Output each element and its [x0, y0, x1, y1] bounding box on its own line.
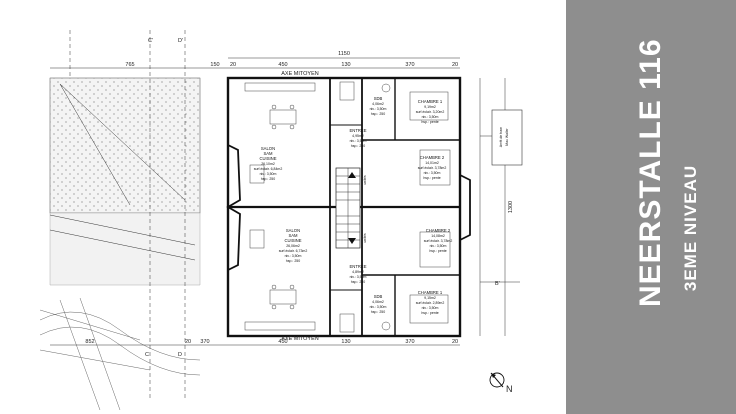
svg-text:SALON: SALON [261, 146, 275, 151]
svg-text:130: 130 [341, 339, 350, 345]
svg-text:20: 20 [452, 62, 458, 68]
svg-text:20: 20 [452, 339, 458, 345]
svg-text:14,01m2: 14,01m2 [425, 161, 439, 165]
svg-text:hsp.: 250: hsp.: 250 [351, 280, 365, 284]
svg-text:SDB: SDB [374, 294, 383, 299]
svg-text:hsp.: 250: hsp.: 250 [351, 144, 365, 148]
tram-stop: Arrêt de tram Max Waller [491, 109, 523, 166]
svg-text:852: 852 [85, 339, 94, 345]
svg-text:CHAMBRE 2: CHAMBRE 2 [426, 228, 451, 233]
svg-text:hsp.: pente: hsp.: pente [423, 176, 440, 180]
svg-text:CUISINE: CUISINE [260, 156, 277, 161]
svg-text:niv.: 3,50m: niv.: 3,50m [260, 172, 277, 176]
svg-text:SALON: SALON [286, 228, 300, 233]
room-chambre-2-bottom: CHAMBRE 2 14,08m2 surf.éclair. 3,78m2 ni… [424, 228, 453, 253]
dimensions-top: 1150 765 150 20 450 130 370 20 AXE MITOY… [50, 30, 460, 400]
svg-text:370: 370 [405, 339, 414, 345]
svg-text:Max Waller: Max Waller [505, 127, 509, 145]
stair-label-top: unités [363, 175, 367, 185]
svg-text:26,06m2: 26,06m2 [286, 244, 300, 248]
room-salon-1: SALON SAM CUISINE 26,10m2 surf.éclair. 6… [254, 146, 283, 181]
svg-text:hsp.: 250: hsp.: 250 [261, 177, 275, 181]
title-sidebar: NEERSTALLE 116 3EME NIVEAU [566, 0, 736, 414]
section-marker-c: C [145, 352, 149, 358]
svg-text:surf.éclair. 6,73m2: surf.éclair. 6,73m2 [279, 249, 308, 253]
svg-text:niv.: 3,50m: niv.: 3,50m [422, 306, 439, 310]
room-salon-2: SALON SAM CUISINE 26,06m2 surf.éclair. 6… [279, 228, 308, 263]
svg-text:surf.éclair. 2,89m2: surf.éclair. 2,89m2 [416, 301, 445, 305]
svg-text:hsp.: pente: hsp.: pente [429, 249, 446, 253]
svg-text:surf.éclair. 3,78m2: surf.éclair. 3,78m2 [424, 239, 453, 243]
room-sdb-bottom: SDB 4,06m2 niv.: 3,50m hsp.: 250 [370, 294, 387, 314]
svg-text:SDB: SDB [374, 96, 383, 101]
svg-text:4,95m2: 4,95m2 [352, 134, 364, 138]
north-label: N [506, 384, 513, 394]
svg-text:niv.: 3,50m: niv.: 3,50m [370, 107, 387, 111]
svg-text:450: 450 [278, 339, 287, 345]
svg-text:hsp.: 250: hsp.: 250 [371, 310, 385, 314]
svg-text:hsp.: 250: hsp.: 250 [371, 112, 385, 116]
room-chambre-1-bottom: CHAMBRE 1 9,15m2 surf.éclair. 2,89m2 niv… [416, 290, 445, 315]
svg-text:CUISINE: CUISINE [285, 238, 302, 243]
svg-text:1150: 1150 [338, 51, 350, 57]
stair-label-bottom: unités [363, 233, 367, 243]
svg-text:surf.éclair. 3,20m2: surf.éclair. 3,20m2 [416, 110, 445, 114]
section-marker-d-prime: D' [178, 38, 183, 44]
party-wall-top: AXE MITOYEN [281, 71, 319, 77]
north-arrow-icon: N [489, 372, 513, 394]
svg-text:4,89m2: 4,89m2 [352, 270, 364, 274]
room-chambre-1-top: CHAMBRE 1 9,19m2 surf.éclair. 3,20m2 niv… [416, 99, 445, 124]
staircase-curves [39, 297, 201, 411]
svg-text:370: 370 [405, 62, 414, 68]
svg-text:9,19m2: 9,19m2 [424, 105, 436, 109]
floor-plan-drawing: unités unités SALON [39, 30, 523, 411]
svg-text:130: 130 [341, 62, 350, 68]
party-wall-bottom: AXE MITOYEN [281, 336, 319, 342]
svg-text:surf.éclair. 6,84m2: surf.éclair. 6,84m2 [254, 167, 283, 171]
room-chambre-2-top: CHAMBRE 2 14,01m2 surf.éclair. 3,78m2 ni… [418, 155, 447, 180]
svg-text:1300: 1300 [508, 201, 514, 213]
svg-text:niv.: 3,50m: niv.: 3,50m [424, 171, 441, 175]
svg-text:14,08m2: 14,08m2 [431, 234, 445, 238]
section-marker-d: D [178, 352, 182, 358]
svg-text:9,15m2: 9,15m2 [424, 296, 436, 300]
svg-text:CHAMBRE 1: CHAMBRE 1 [418, 290, 443, 295]
svg-text:SAM: SAM [288, 233, 298, 238]
furniture [244, 81, 451, 333]
svg-text:150: 150 [210, 62, 219, 68]
svg-text:20: 20 [230, 62, 236, 68]
svg-text:SAM: SAM [263, 151, 273, 156]
dimensions-bottom: 852 20 370 450 130 370 20 AXE MITOYEN [50, 336, 460, 346]
svg-text:niv.: 3,50m: niv.: 3,50m [350, 139, 367, 143]
room-entree-top: ENTREE 4,95m2 niv.: 3,50m hsp.: 250 [350, 128, 367, 148]
svg-text:ENTREE: ENTREE [350, 128, 367, 133]
svg-text:370: 370 [200, 339, 209, 345]
svg-text:CHAMBRE 2: CHAMBRE 2 [420, 155, 445, 160]
terrace-area [49, 77, 201, 286]
svg-text:ENTREE: ENTREE [350, 264, 367, 269]
svg-text:hsp.: 250: hsp.: 250 [286, 259, 300, 263]
room-sdb-top: SDB 4,06m2 niv.: 3,50m hsp.: 250 [370, 96, 387, 116]
svg-text:niv.: 3,50m: niv.: 3,50m [350, 275, 367, 279]
svg-text:niv.: 3,50m: niv.: 3,50m [285, 254, 302, 258]
svg-text:niv.: 3,50m: niv.: 3,50m [422, 115, 439, 119]
svg-text:4,06m2: 4,06m2 [372, 300, 384, 304]
stair [335, 167, 361, 249]
svg-text:hsp.: pente: hsp.: pente [421, 120, 438, 124]
section-marker-c-prime: C' [148, 38, 153, 44]
svg-text:Arrêt de tram: Arrêt de tram [499, 127, 503, 148]
svg-text:niv.: 3,50m: niv.: 3,50m [430, 244, 447, 248]
svg-text:CHAMBRE 1: CHAMBRE 1 [418, 99, 443, 104]
svg-text:765: 765 [125, 62, 134, 68]
room-entree-bottom: ENTREE 4,89m2 niv.: 3,50m hsp.: 250 [350, 264, 367, 284]
svg-text:20: 20 [185, 339, 191, 345]
svg-text:surf.éclair. 3,78m2: surf.éclair. 3,78m2 [418, 166, 447, 170]
svg-text:4,06m2: 4,06m2 [372, 102, 384, 106]
svg-text:niv.: 3,50m: niv.: 3,50m [370, 305, 387, 309]
section-marker-b-prime: B' [495, 281, 500, 287]
svg-text:26,10m2: 26,10m2 [261, 162, 275, 166]
svg-text:450: 450 [278, 62, 287, 68]
svg-text:hsp.: pente: hsp.: pente [421, 311, 438, 315]
